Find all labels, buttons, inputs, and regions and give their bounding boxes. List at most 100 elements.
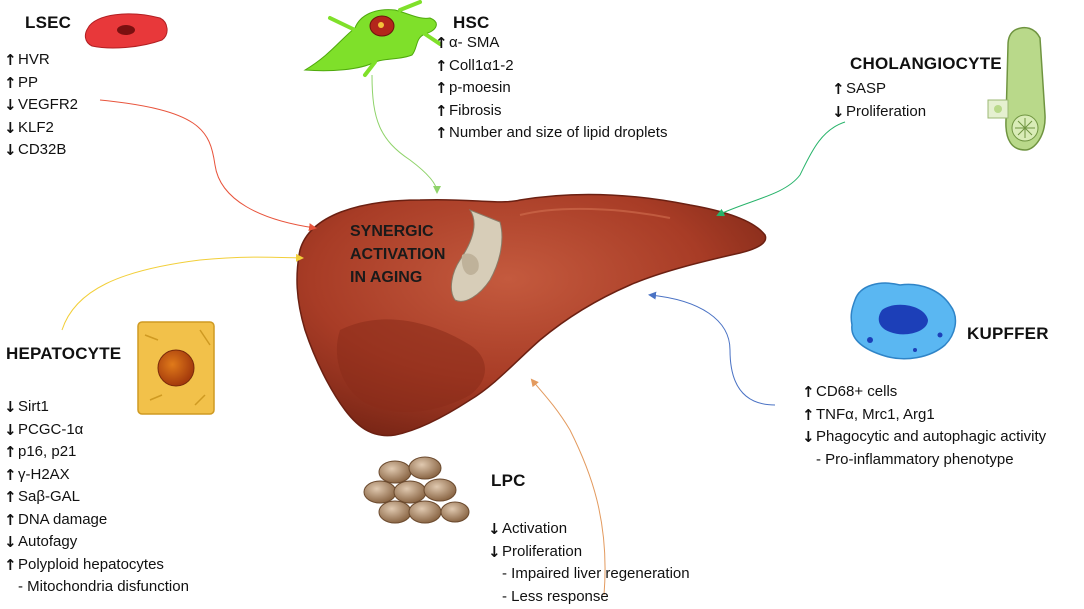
hepatocyte-marker-text: - Mitochondria disfunction — [18, 578, 189, 595]
kupffer-marker-item: ↓Phagocytic and autophagic activity — [802, 426, 1046, 449]
hepatocyte-marker-item: ↓Sirt1 — [4, 396, 189, 419]
center-label-line-1: SYNERGIC — [350, 223, 434, 240]
lsec-marker-text: KLF2 — [18, 118, 54, 136]
lpc-marker-text: - Less response — [502, 587, 609, 605]
hsc-marker-item: ↑Coll1α1-2 — [435, 55, 667, 78]
hsc-marker-item: ↑α- SMA — [435, 32, 667, 55]
cholangiocyte-marker-text: SASP — [846, 80, 887, 97]
hepatocyte-marker-text: Saβ-GAL — [18, 488, 80, 505]
increase-arrow-icon: ↑ — [832, 80, 845, 98]
hepatocyte-marker-text: Polyploid hepatocytes — [18, 555, 164, 573]
lpc-marker-list: ↓Activation↓Proliferation- Impaired live… — [488, 518, 690, 608]
kupffer-marker-item: ↑TNFα, Mrc1, Arg1 — [802, 404, 1046, 427]
hepatocyte-connector-arrow — [61, 253, 304, 331]
increase-arrow-icon: ↑ — [4, 51, 17, 69]
decrease-arrow-icon: ↓ — [4, 141, 17, 159]
increase-arrow-icon: ↑ — [435, 124, 448, 142]
lpc-marker-item: - Less response — [488, 586, 690, 609]
increase-arrow-icon: ↑ — [435, 79, 448, 97]
increase-arrow-icon: ↑ — [435, 34, 448, 52]
hepatocyte-marker-item: ↑DNA damage — [4, 509, 189, 532]
center-label: SYNERGIC ACTIVATION IN AGING — [350, 220, 445, 289]
kupffer-connector-arrow — [648, 291, 776, 406]
decrease-arrow-icon: ↓ — [488, 520, 501, 538]
kupffer-marker-item: - Pro-inflammatory phenotype — [802, 449, 1046, 472]
lsec-connector-arrow — [99, 99, 317, 232]
hsc-marker-item: ↑Fibrosis — [435, 100, 667, 123]
hsc-connector-arrow — [371, 74, 441, 194]
lpc-connector-arrow — [530, 378, 606, 596]
hsc-marker-item: ↑Number and size of lipid droplets — [435, 122, 667, 145]
lsec-marker-item: ↓KLF2 — [4, 117, 78, 140]
center-label-line-2: ACTIVATION — [350, 246, 446, 263]
kupffer-title: KUPFFER — [967, 324, 1049, 343]
hepatocyte-marker-text: Sirt1 — [18, 398, 49, 415]
lsec-marker-item: ↑PP — [4, 72, 78, 95]
cholangiocyte-marker-item: ↓Proliferation — [832, 101, 926, 124]
cholangiocyte-icon — [987, 26, 1046, 151]
decrease-arrow-icon: ↓ — [4, 118, 17, 137]
hsc-marker-text: Coll1α1-2 — [449, 56, 514, 74]
lsec-marker-text: CD32B — [18, 141, 67, 158]
increase-arrow-icon: ↑ — [4, 465, 17, 484]
kupffer-cell-icon — [850, 282, 957, 360]
cholangiocyte-marker-text: Proliferation — [846, 102, 927, 120]
kupffer-marker-text: Phagocytic and autophagic activity — [816, 428, 1047, 445]
hepatocyte-marker-text: p16, p21 — [18, 443, 77, 460]
decrease-arrow-icon: ↓ — [4, 96, 17, 114]
increase-arrow-icon: ↑ — [4, 488, 17, 506]
cholangiocyte-connector-arrow — [716, 121, 846, 217]
hepatocyte-marker-item: - Mitochondria disfunction — [4, 576, 189, 599]
hsc-marker-item: ↑p-moesin — [435, 77, 667, 100]
hsc-marker-list: ↑α- SMA↑Coll1α1-2↑p-moesin↑Fibrosis↑Numb… — [435, 32, 667, 145]
kupffer-marker-list: ↑CD68+ cells↑TNFα, Mrc1, Arg1↓Phagocytic… — [802, 381, 1046, 471]
decrease-arrow-icon: ↓ — [4, 420, 17, 439]
lsec-marker-item: ↑HVR — [4, 49, 78, 72]
hsc-marker-text: Number and size of lipid droplets — [449, 124, 668, 141]
lpc-cells-icon — [363, 456, 470, 524]
lsec-title: LSEC — [25, 13, 72, 32]
hepatocyte-marker-item: ↑γ-H2AX — [4, 464, 189, 487]
liver-illustration — [296, 193, 767, 437]
increase-arrow-icon: ↑ — [4, 510, 17, 529]
decrease-arrow-icon: ↓ — [488, 542, 501, 561]
lsec-cell-icon — [84, 13, 168, 49]
hepatocyte-marker-item: ↑Saβ-GAL — [4, 486, 189, 509]
lpc-marker-item: - Impaired liver regeneration — [488, 563, 690, 586]
lsec-marker-text: PP — [18, 73, 39, 91]
lpc-marker-text: Activation — [502, 520, 568, 537]
hepatocyte-marker-item: ↓Autofagy — [4, 531, 189, 554]
decrease-arrow-icon: ↓ — [4, 533, 17, 551]
cholangiocyte-marker-list: ↑SASP↓Proliferation — [832, 78, 926, 123]
increase-arrow-icon: ↑ — [435, 101, 448, 120]
decrease-arrow-icon: ↓ — [832, 102, 845, 121]
hepatocyte-marker-item: ↑p16, p21 — [4, 441, 189, 464]
increase-arrow-icon: ↑ — [802, 383, 815, 401]
lsec-marker-item: ↓CD32B — [4, 139, 78, 162]
hepatocyte-cell-icon — [137, 321, 215, 415]
lpc-marker-text: - Impaired liver regeneration — [502, 565, 690, 582]
kupffer-marker-item: ↑CD68+ cells — [802, 381, 1046, 404]
lpc-marker-item: ↓Proliferation — [488, 541, 690, 564]
hepatocyte-marker-text: PCGC-1α — [18, 420, 84, 438]
hepatocyte-marker-text: γ-H2AX — [18, 465, 70, 483]
increase-arrow-icon: ↑ — [4, 443, 17, 461]
hsc-marker-text: Fibrosis — [449, 101, 502, 119]
increase-arrow-icon: ↑ — [4, 73, 17, 92]
decrease-arrow-icon: ↓ — [4, 398, 17, 416]
hsc-marker-text: p-moesin — [449, 79, 511, 96]
increase-arrow-icon: ↑ — [4, 555, 17, 574]
hepatocyte-marker-item: ↑Polyploid hepatocytes — [4, 554, 189, 577]
increase-arrow-icon: ↑ — [435, 56, 448, 75]
lsec-marker-list: ↑HVR↑PP↓VEGFR2↓KLF2↓CD32B — [4, 49, 78, 162]
lsec-marker-item: ↓VEGFR2 — [4, 94, 78, 117]
hepatocyte-marker-text: Autofagy — [18, 533, 78, 550]
hepatocyte-marker-item: ↓PCGC-1α — [4, 419, 189, 442]
lpc-marker-item: ↓Activation — [488, 518, 690, 541]
hsc-marker-text: α- SMA — [449, 34, 500, 51]
cholangiocyte-marker-item: ↑SASP — [832, 78, 926, 101]
kupffer-marker-text: TNFα, Mrc1, Arg1 — [816, 405, 935, 423]
lsec-marker-text: VEGFR2 — [18, 96, 79, 113]
lpc-title: LPC — [491, 471, 526, 490]
